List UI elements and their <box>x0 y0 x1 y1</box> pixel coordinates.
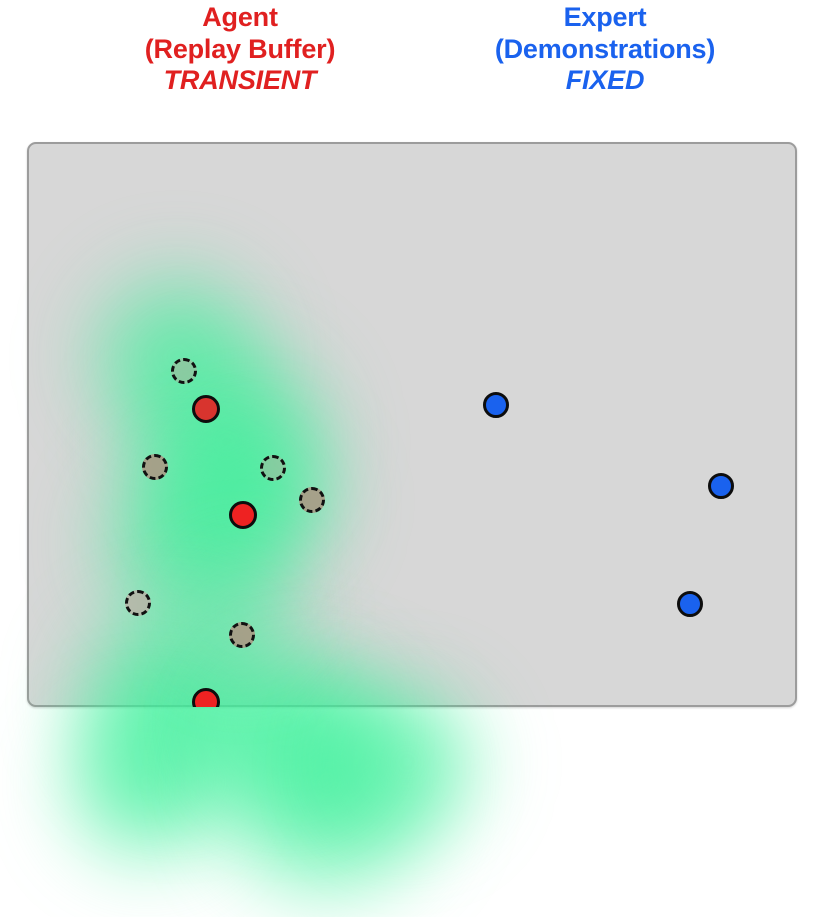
scatter-point-agent-stale[interactable] <box>142 454 168 480</box>
scatter-point-agent-stale[interactable] <box>299 487 325 513</box>
agent-column-title: Agent (Replay Buffer) TRANSIENT <box>35 2 445 97</box>
density-blob <box>47 682 247 882</box>
scatter-point-agent-current[interactable] <box>192 688 220 707</box>
scatter-point-agent-stale[interactable] <box>125 590 151 616</box>
scatter-point-expert-demos[interactable] <box>483 392 509 418</box>
scatter-panel-wrapper <box>27 142 797 917</box>
scatter-point-agent-current[interactable] <box>229 501 257 529</box>
column-headers: Agent (Replay Buffer) TRANSIENT Expert (… <box>0 0 830 136</box>
expert-column-title: Expert (Demonstrations) FIXED <box>440 2 770 97</box>
marker-layer <box>27 142 797 707</box>
agent-title-line1: Agent <box>202 2 278 32</box>
scatter-point-agent-stale[interactable] <box>260 455 286 481</box>
scatter-point-expert-demos[interactable] <box>677 591 703 617</box>
agent-title-line3: TRANSIENT <box>163 65 317 96</box>
expert-title-line1: Expert <box>563 2 647 32</box>
scatter-point-agent-stale[interactable] <box>171 358 197 384</box>
scatter-point-agent-current[interactable] <box>192 395 220 423</box>
expert-title-line3: FIXED <box>565 65 645 96</box>
scatter-point-expert-demos[interactable] <box>708 473 734 499</box>
expert-title-line2: (Demonstrations) <box>494 33 716 64</box>
agent-title-line2: (Replay Buffer) <box>144 33 336 64</box>
scatter-point-agent-stale[interactable] <box>229 622 255 648</box>
